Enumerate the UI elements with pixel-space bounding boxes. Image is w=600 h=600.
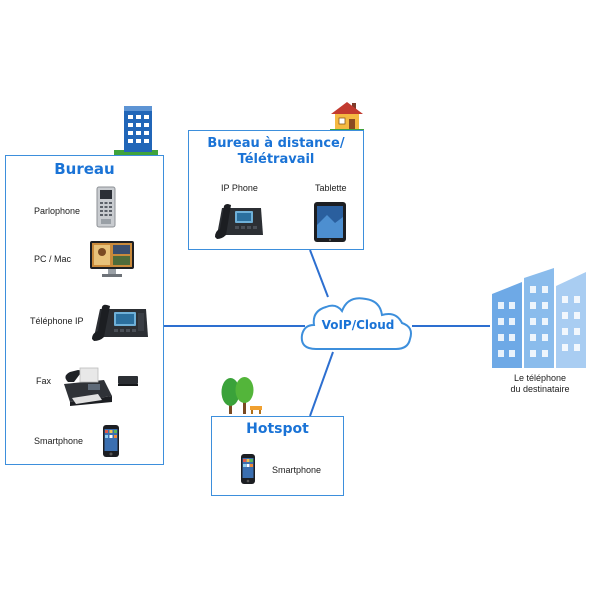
cloud-label: VoIP/Cloud [321,318,395,332]
line-hotspot-cloud [309,351,334,417]
office-item-fax-label: Fax [36,376,52,386]
remote-title-line1: Bureau à distance/ [207,136,345,151]
line-remote-cloud [309,249,329,298]
office-item-smartphone-label: Smartphone [34,436,84,446]
destination-label-line1: Le téléphone [513,373,567,383]
office-building-icon [114,106,158,156]
house-icon [330,102,364,132]
city-buildings-icon [492,268,586,368]
computer-icon [90,241,134,277]
smartphone-icon [103,425,119,457]
remote-item-tablet-label: Tablette [315,183,347,193]
office-item-door-phone-label: Parlophone [34,206,81,216]
tablet-icon [314,202,346,242]
office-item-ip-phone-label: Téléphone IP [30,316,84,326]
office-item-computer-label: PC / Mac [34,254,72,264]
smartphone-icon [241,454,255,484]
hotspot-item-smartphone-label: Smartphone [272,465,322,475]
remote-title-line2: Télétravail [237,152,315,167]
door-phone-icon [96,186,116,228]
remote-office-box: Bureau à distance/ Télétravail IP Phone … [188,130,364,250]
remote-item-ip-phone-label: IP Phone [221,183,258,193]
office-box: Bureau Parlophone PC / Mac Téléphone IP … [5,155,164,465]
hotspot-title: Hotspot [246,421,309,437]
ip-phone-icon [92,304,148,341]
fax-icon [64,367,138,406]
hotspot-box: Hotspot Smartphone [211,416,344,496]
cloud-icon [300,297,412,350]
trees-icon [221,377,262,414]
ip-phone-icon [215,204,263,239]
office-title: Bureau [54,160,115,178]
destination-label-line2: du destinataire [510,384,570,394]
